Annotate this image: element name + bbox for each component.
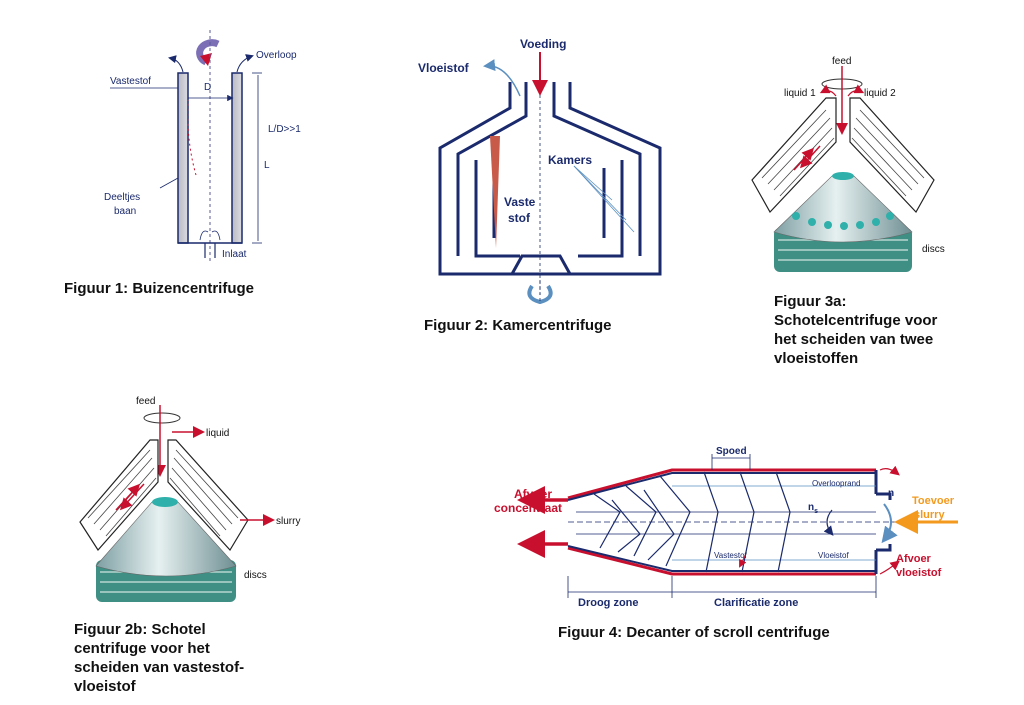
afvoer-vloeistof-label-2: vloeistof: [896, 567, 942, 579]
figure-2b-caption-line-3: scheiden van vastestof-: [74, 659, 244, 676]
droog-zone-label: Droog zone: [578, 597, 639, 609]
figure-3a-disc-centrifuge: feed liquid 1 liquid 2 discs Figuur 3a: …: [751, 56, 945, 367]
rotation-arrow-icon: [527, 284, 553, 305]
feed-label: feed: [832, 56, 851, 67]
overlooprand-label: Overlooprand: [812, 479, 860, 488]
figure-3a-caption-line-2: Schotelcentrifuge voor: [774, 312, 938, 329]
figure-1-tube-centrifuge: Overloop Vastestof D L/D>>1 L Deeltjes b…: [64, 30, 301, 297]
figure-3a-caption-line-3: het scheiden van twee: [774, 331, 933, 348]
spoed-label: Spoed: [716, 446, 747, 457]
afvoer-concentraat-label-2: concentraat: [494, 501, 562, 515]
toevoer-label-1: Toevoer: [912, 495, 955, 507]
ld-label: L/D>>1: [268, 124, 301, 135]
figure-2-caption: Figuur 2: Kamercentrifuge: [424, 317, 612, 334]
clarificatie-zone-label: Clarificatie zone: [714, 597, 798, 609]
n-label: n: [888, 488, 894, 499]
ns-label: ns: [808, 502, 818, 515]
figure-2b-caption-line-2: centrifuge voor het: [74, 640, 210, 657]
overflow-arrow-right: [236, 54, 254, 73]
figure-2b-caption-line-4: vloeistof: [74, 678, 137, 695]
rotation-arrow-icon: [196, 39, 220, 66]
liquid2-label: liquid 2: [864, 88, 896, 99]
inlaat-label: Inlaat: [222, 249, 247, 260]
figure-2b-disc-centrifuge-solids: feed liquid slurry discs Figuur 2b: Scho…: [74, 396, 300, 695]
vastestof-label: Vastestof: [714, 551, 748, 560]
solids-wedge: [490, 136, 500, 248]
figure-2b-caption-line-1: Figuur 2b: Schotel: [74, 621, 206, 638]
figure-3a-caption-line-4: vloeistoffen: [774, 350, 858, 367]
toevoer-label-2: slurry: [914, 509, 945, 521]
vloeistof-label: Vloeistof: [418, 61, 470, 75]
slurry-label: slurry: [276, 516, 300, 527]
cone: [95, 501, 237, 577]
figure-1-caption: Figuur 1: Buizencentrifuge: [64, 280, 254, 297]
liquid-label: liquid: [206, 428, 229, 439]
rotation-arrow-head-icon: [200, 53, 212, 66]
figure-4-decanter: Spoed Overlooprand Afvoer concentraat ns…: [494, 446, 958, 641]
ns-label-main: n: [808, 502, 814, 513]
deeltjes-label: Deeltjes: [104, 192, 140, 203]
figure-4-caption: Figuur 4: Decanter of scroll centrifuge: [558, 624, 830, 641]
afvoer-vloeistof-label-1: Afvoer: [896, 553, 932, 565]
vastestof-label: Vastestof: [110, 76, 151, 87]
tube-wall-left: [177, 72, 189, 244]
bowl-rotation-icon: [881, 503, 898, 544]
scroll-rotation-icon: [823, 509, 834, 536]
figure-3a-caption-line-1: Figuur 3a:: [774, 293, 847, 310]
feed-label: feed: [136, 396, 155, 407]
liquid1-label: liquid 1: [784, 88, 816, 99]
overflow-arrow-left: [168, 55, 184, 73]
liquid-outlet-arrow: [483, 59, 521, 97]
ns-label-sub: s: [814, 508, 818, 515]
vaste-label: Vaste: [504, 195, 536, 209]
overloop-label: Overloop: [256, 50, 297, 61]
voeding-label: Voeding: [520, 37, 566, 51]
tube-wall-right: [231, 72, 243, 244]
particle-path: [187, 99, 197, 176]
stof-label: stof: [508, 211, 531, 225]
kamers-label: Kamers: [548, 153, 592, 167]
discs-label: discs: [244, 570, 267, 581]
discs-label: discs: [922, 244, 945, 255]
baan-label: baan: [114, 206, 136, 217]
vloeistof-label: Vloeistof: [818, 551, 849, 560]
d-label: D: [204, 82, 211, 93]
figure-2-chamber-centrifuge: Voeding Vloeistof Kamers Vaste stof Figu…: [418, 37, 662, 334]
afvoer-concentraat-label-1: Afvoer: [514, 487, 552, 501]
l-label: L: [264, 160, 270, 171]
